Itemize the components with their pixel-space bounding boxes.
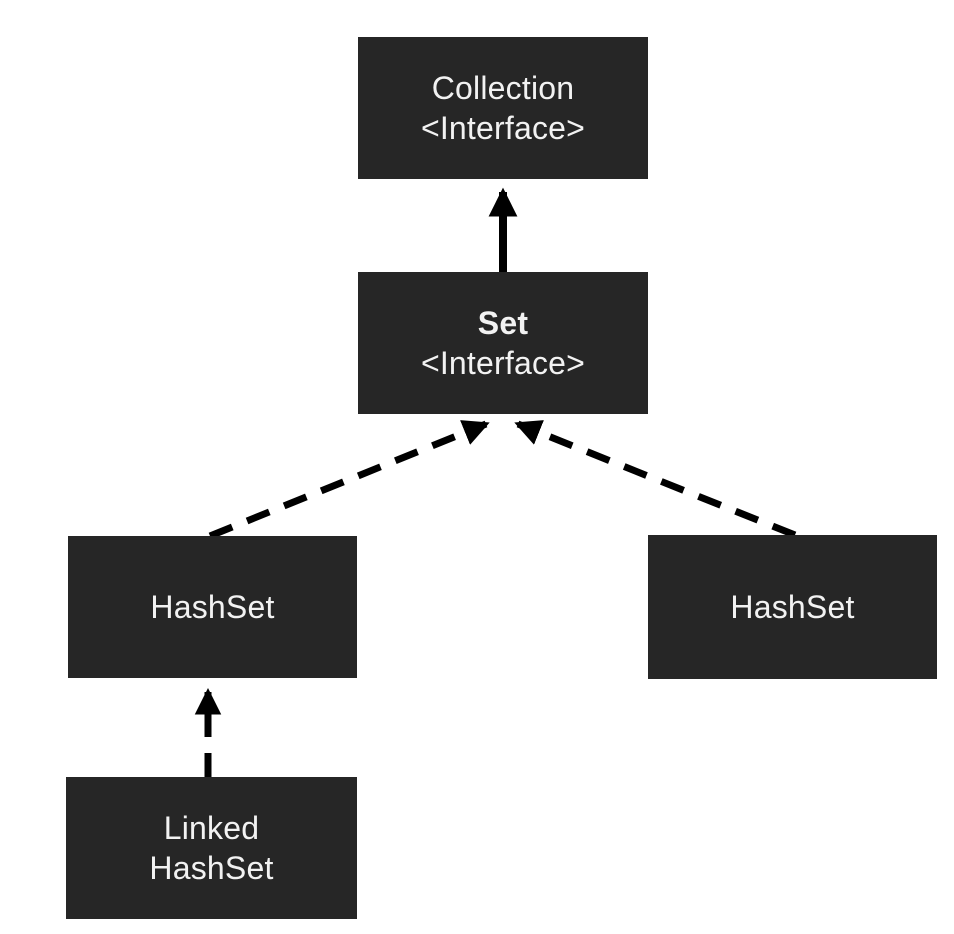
edge-hashset-right-to-set bbox=[514, 420, 797, 539]
node-hashset-right-title: HashSet bbox=[730, 589, 855, 625]
node-hashset-left: HashSet bbox=[68, 536, 357, 678]
node-collection-label: Collection <Interface> bbox=[421, 68, 585, 148]
node-set-stereotype: <Interface> bbox=[420, 345, 586, 381]
node-collection-stereotype: <Interface> bbox=[420, 110, 586, 146]
node-hashset-left-label: HashSet bbox=[150, 587, 274, 627]
node-linked-hashset-subtitle: HashSet bbox=[149, 850, 274, 886]
node-hashset-right-label: HashSet bbox=[730, 587, 854, 627]
node-set-title: Set bbox=[477, 305, 529, 341]
node-collection: Collection <Interface> bbox=[358, 37, 648, 179]
node-set-label: Set <Interface> bbox=[421, 303, 585, 383]
edge-hashset-left-to-set bbox=[208, 420, 490, 540]
node-hashset-left-title: HashSet bbox=[150, 589, 275, 625]
node-linked-hashset-title: Linked bbox=[163, 810, 260, 846]
node-hashset-right: HashSet bbox=[648, 535, 937, 679]
node-set: Set <Interface> bbox=[358, 272, 648, 414]
node-linked-hashset: Linked HashSet bbox=[66, 777, 357, 919]
node-collection-title: Collection bbox=[431, 70, 575, 106]
node-linked-hashset-label: Linked HashSet bbox=[149, 808, 273, 888]
